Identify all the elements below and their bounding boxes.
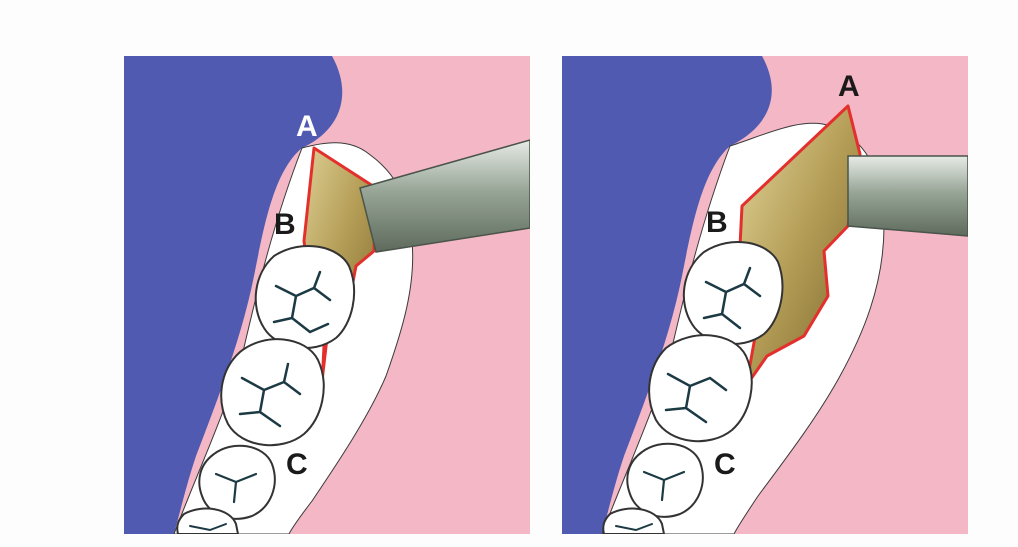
label-b: B <box>706 206 728 239</box>
premolar <box>627 444 702 517</box>
label-b: B <box>274 208 296 241</box>
label-c: C <box>714 448 736 481</box>
instrument <box>848 156 968 236</box>
molar-second <box>649 335 752 441</box>
label-c: C <box>286 448 308 481</box>
molar-first <box>256 246 354 348</box>
diagram-panel-right: A B C <box>562 56 968 534</box>
label-a: A <box>296 110 318 143</box>
molar-second <box>221 339 323 445</box>
diagram-panel-left: A B C <box>124 56 530 534</box>
molar-first <box>684 242 783 344</box>
label-a: A <box>838 70 860 103</box>
